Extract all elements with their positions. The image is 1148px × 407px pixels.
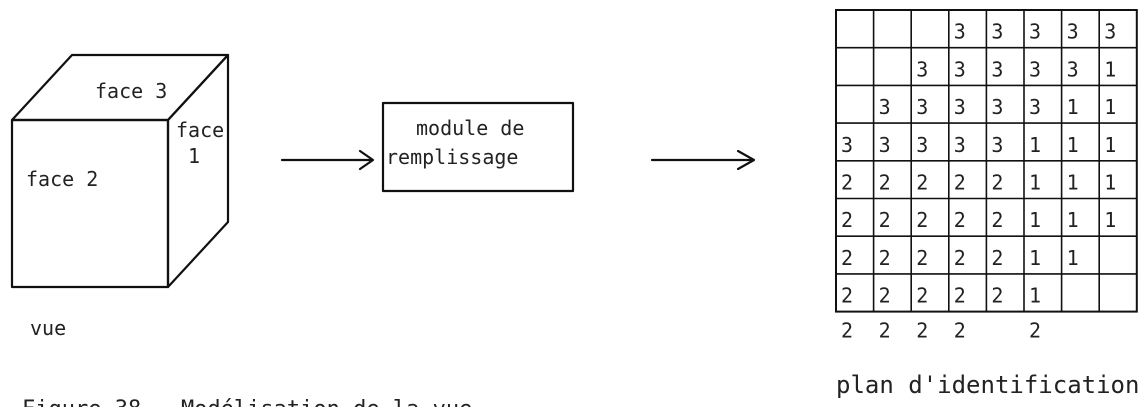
grid-cell-value: 3 <box>841 133 853 157</box>
face-front-label: face 2 <box>26 167 98 191</box>
grid-cell-value: 3 <box>954 20 966 44</box>
grid-cell-value: 2 <box>991 171 1003 195</box>
grid-cell-value: 2 <box>991 284 1003 308</box>
grid-bottom-value: 2 <box>841 319 853 343</box>
grid-cell-value: 3 <box>916 133 928 157</box>
grid-cell-value: 1 <box>1067 246 1079 270</box>
grid-cell-value: 1 <box>1104 95 1116 119</box>
grid-cell-value: 2 <box>841 208 853 232</box>
grid-cell-value: 3 <box>991 57 1003 81</box>
grid-cell-value: 1 <box>1029 133 1041 157</box>
cube-caption: vue <box>30 316 66 340</box>
grid-cell-value: 1 <box>1067 208 1079 232</box>
grid-cell-value: 2 <box>879 246 891 270</box>
grid-cell-value: 3 <box>991 133 1003 157</box>
grid-cell-value: 3 <box>1067 57 1079 81</box>
grid-cell-value: 3 <box>1029 95 1041 119</box>
face-top-label: face 3 <box>95 79 167 103</box>
grid-cell-value: 2 <box>954 171 966 195</box>
grid-cell-value: 2 <box>841 171 853 195</box>
grid-cell-value: 2 <box>879 284 891 308</box>
grid-cell-value: 3 <box>991 95 1003 119</box>
arrow-to-grid <box>650 149 756 171</box>
grid-cell-value: 2 <box>916 246 928 270</box>
grid-cell-value: 3 <box>1067 20 1079 44</box>
grid-cell-value: 3 <box>1029 20 1041 44</box>
grid-caption: plan d'identification <box>836 371 1139 399</box>
grid-cell-value: 2 <box>916 208 928 232</box>
grid-cell-value: 2 <box>841 246 853 270</box>
grid-cell-value: 3 <box>954 57 966 81</box>
figure-caption: Figure 38 - Modélisation de la vue <box>22 397 472 407</box>
grid-bottom-value: 2 <box>916 319 928 343</box>
module-label-line2: remplissage <box>386 145 518 169</box>
grid-cell-value: 3 <box>954 95 966 119</box>
cube: face 3 face 1 face 2 <box>10 53 230 289</box>
grid-cell-value: 2 <box>954 284 966 308</box>
identification-grid: 3 3 3 3 3 3 3 3 3 3 1 3 3 3 3 3 1 1 3 3 3 3 3 1 1 1 2 2 2 2 2 1 1 1 2 2 2 2 2 1… <box>835 9 1138 343</box>
cube-front-face <box>10 118 170 289</box>
module-label-line1: module de <box>416 116 524 140</box>
grid-cell-value: 3 <box>916 95 928 119</box>
grid-cell-value: 1 <box>1104 57 1116 81</box>
grid-cell-value: 2 <box>916 284 928 308</box>
grid-cell-value: 1 <box>1104 171 1116 195</box>
grid-cell-value: 1 <box>1067 171 1079 195</box>
grid-bottom-value: 2 <box>1029 319 1041 343</box>
grid-cell-value: 1 <box>1029 208 1041 232</box>
grid-cell-value: 3 <box>879 95 891 119</box>
grid-cell-value: 3 <box>991 20 1003 44</box>
grid-cell-value: 2 <box>916 171 928 195</box>
grid-cell-value: 2 <box>879 208 891 232</box>
grid-cell-value: 3 <box>954 133 966 157</box>
grid-cell-value: 3 <box>879 133 891 157</box>
arrow-to-module <box>280 149 375 171</box>
grid-cell-value: 2 <box>841 284 853 308</box>
face-right-label-line2: 1 <box>188 144 200 168</box>
grid-bottom-value: 2 <box>879 319 891 343</box>
grid-cell-value: 1 <box>1104 133 1116 157</box>
module-box: module de remplissage <box>381 101 575 193</box>
grid-cell-value: 2 <box>879 171 891 195</box>
cube-right-face <box>166 53 230 289</box>
face-right-label-line1: face <box>176 118 224 142</box>
grid-cell-value: 1 <box>1029 171 1041 195</box>
grid-cell-value: 1 <box>1029 246 1041 270</box>
grid-cell-value: 3 <box>1029 57 1041 81</box>
grid-cell-value: 1 <box>1104 208 1116 232</box>
grid-cell-value: 2 <box>991 208 1003 232</box>
grid-cell-value: 2 <box>954 208 966 232</box>
grid-cell-value: 1 <box>1067 95 1079 119</box>
grid-bottom-value: 2 <box>954 319 966 343</box>
grid-cell-value: 2 <box>991 246 1003 270</box>
grid-cell-value: 2 <box>954 246 966 270</box>
grid-cell-value: 1 <box>1067 133 1079 157</box>
grid-cell-value: 3 <box>916 57 928 81</box>
grid-cell-value: 3 <box>1104 20 1116 44</box>
grid-cell-value: 1 <box>1029 284 1041 308</box>
